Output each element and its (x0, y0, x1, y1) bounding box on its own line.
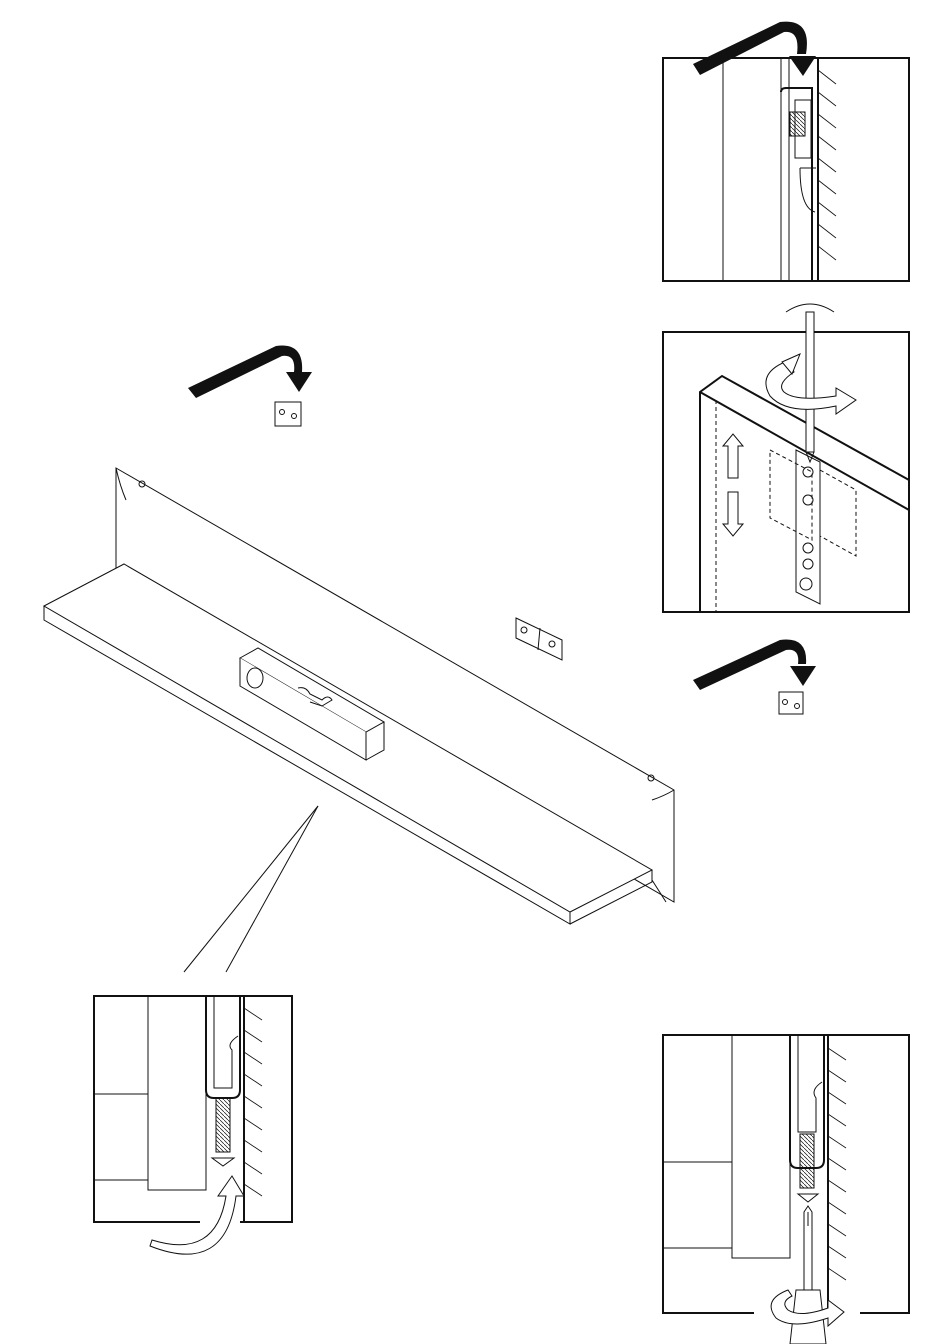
curved-arrow-icon (693, 640, 816, 691)
shelf-assembly (44, 468, 674, 972)
bracket-icon (275, 402, 301, 426)
detail-top-right (663, 58, 909, 281)
detail-bottom-right (663, 1035, 909, 1344)
detail-bottom-left (94, 996, 292, 1226)
detail-middle-right (663, 304, 909, 612)
bracket-icon (516, 618, 562, 660)
bracket-icon (779, 692, 803, 714)
curved-arrow-icon (188, 346, 312, 398)
